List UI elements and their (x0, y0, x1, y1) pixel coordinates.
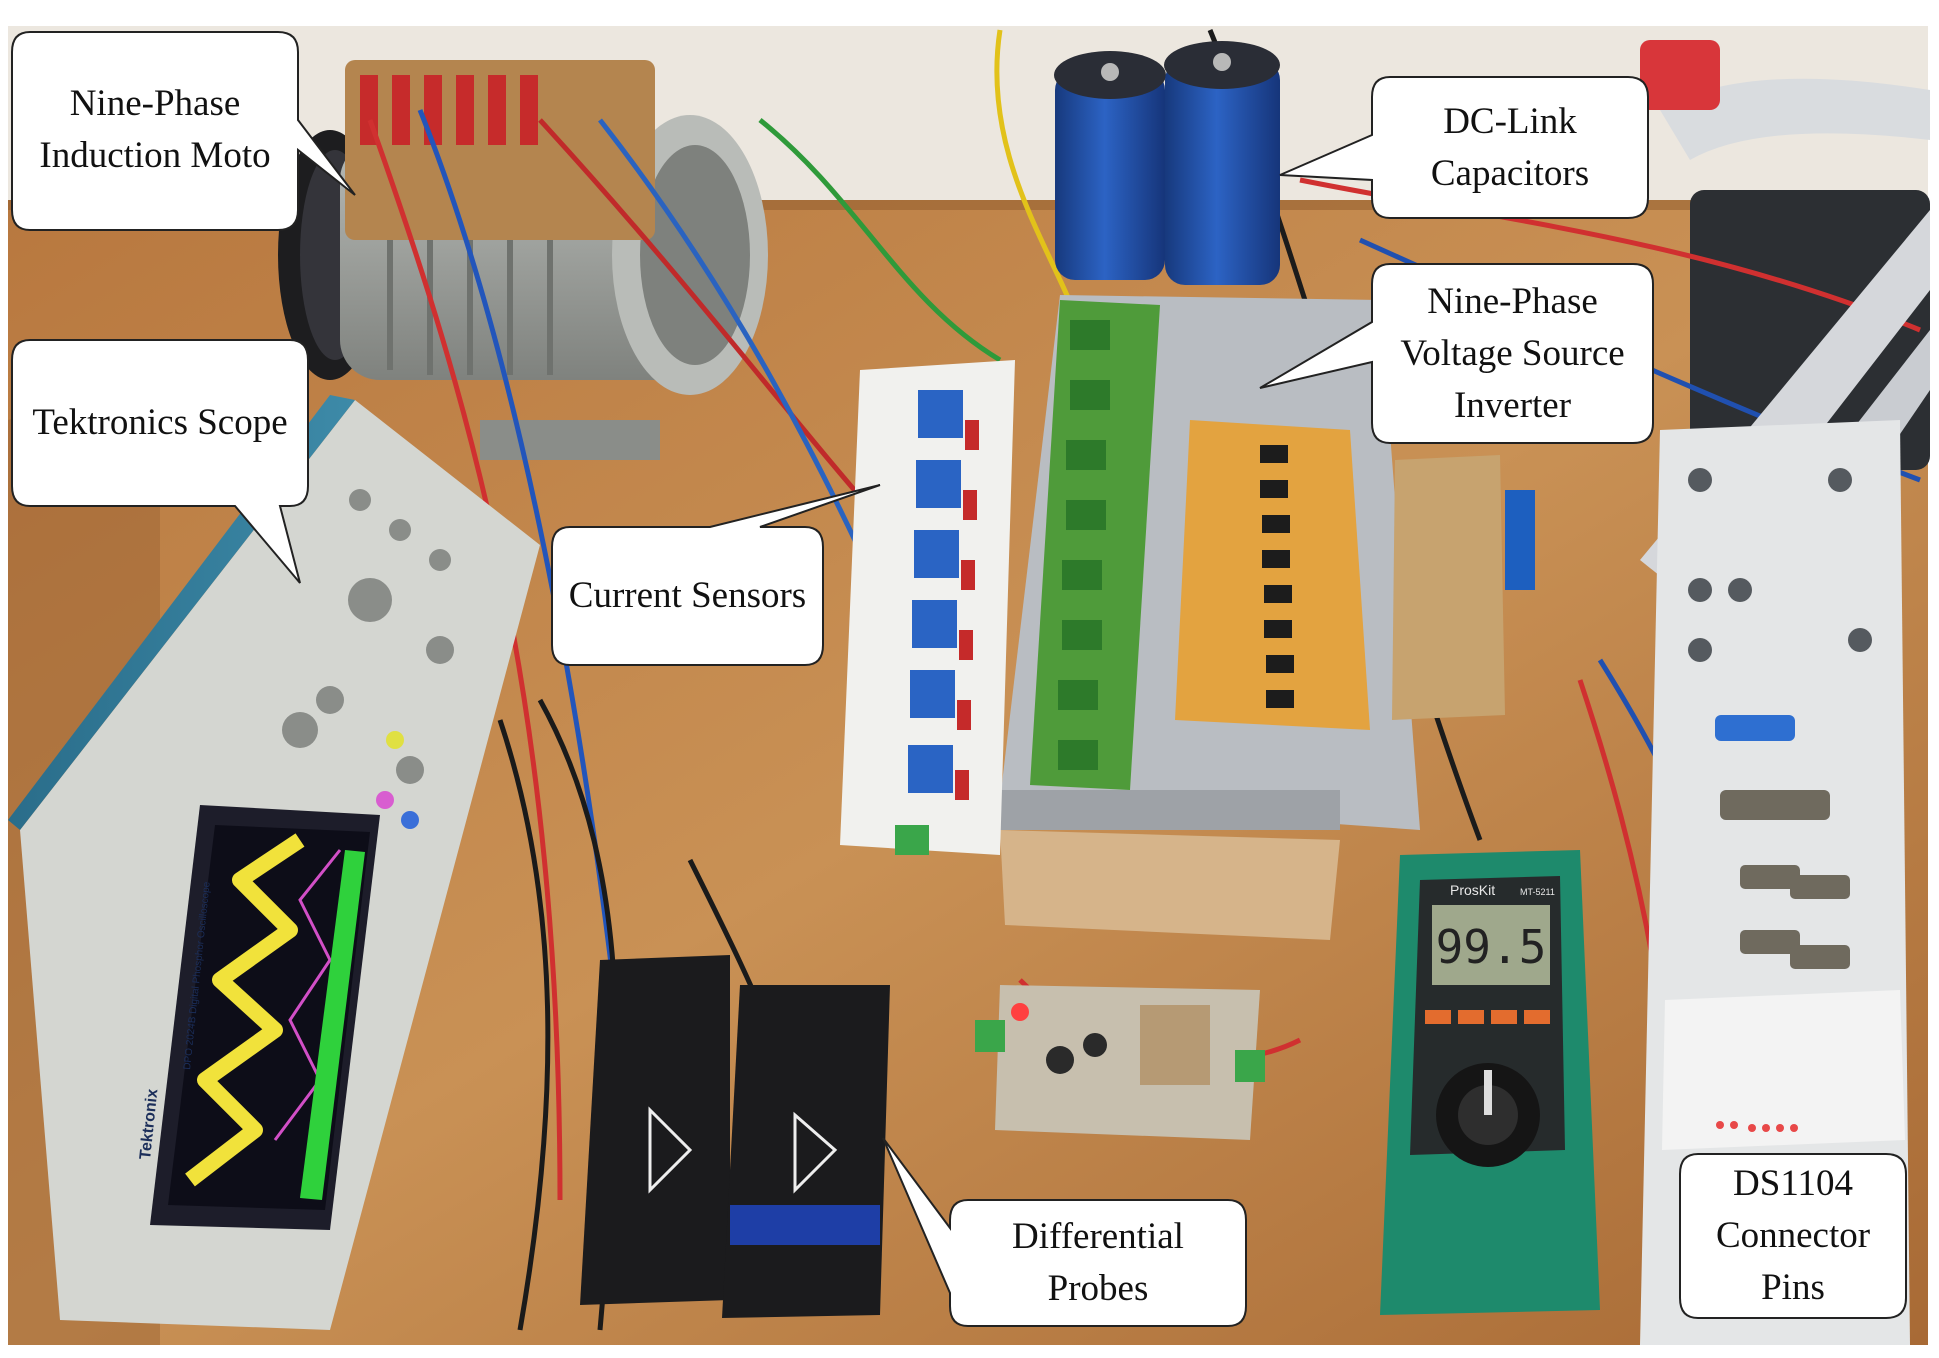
callout-dspace-line2: Connector (1715, 1215, 1871, 1256)
callout-capacitors-shape (1279, 76, 1649, 219)
callout-motor: Nine-Phase Induction Moto (10, 30, 356, 231)
callout-sensors-shape (551, 484, 881, 666)
callout-motor-line1: Nine-Phase (69, 83, 241, 124)
callout-dspace-line3: Pins (1761, 1267, 1825, 1308)
callout-motor-line2: Induction Moto (39, 135, 271, 176)
callout-dspace-shape (1679, 1153, 1907, 1319)
callout-inverter: Nine-Phase Voltage Source Inverter (1259, 262, 1655, 445)
callout-capacitors-line2: Capacitors (1430, 152, 1590, 194)
current-sensor-board (840, 360, 1015, 855)
power-supply-board (975, 985, 1265, 1140)
callout-inverter-shape (1259, 263, 1654, 444)
ds1104-connector-panel (1640, 420, 1910, 1345)
callout-dspace-line1: DS1104 (1733, 1163, 1853, 1204)
meter-brand: ProsKit (1450, 882, 1495, 898)
callout-inverter-line2: Voltage Source (1400, 332, 1625, 374)
callout-capacitors: DC-Link Capacitors (1279, 75, 1650, 220)
dc-link-capacitors (1054, 41, 1280, 285)
callout-sensors-line1: Current Sensors (568, 575, 807, 616)
callout-motor-shape (11, 31, 356, 231)
callout-probes: Differential Probes (882, 1137, 1248, 1328)
meter-model: MT-5211 (1520, 887, 1555, 897)
callout-dspace: DS1104 Connector Pins (1678, 1152, 1908, 1320)
interface-board (1392, 455, 1535, 720)
differential-probes (580, 955, 890, 1318)
callout-inverter-line1: Nine-Phase (1427, 280, 1598, 322)
callout-capacitors-line1: DC-Link (1443, 100, 1577, 142)
multimeter: 99.5 ProsKit MT-5211 (1380, 850, 1600, 1315)
meter-reading: 99.5 (1436, 920, 1547, 974)
callout-scope-line1: Tektronics Scope (32, 402, 288, 443)
callout-scope: Tektronics Scope (10, 338, 310, 584)
callout-probes-line2: Probes (1047, 1268, 1149, 1309)
callout-probes-shape (882, 1137, 1247, 1327)
callout-sensors: Current Sensors (550, 484, 881, 667)
voltage-source-inverter (1000, 295, 1420, 940)
callout-scope-shape (11, 339, 309, 584)
callout-inverter-line3: Inverter (1453, 384, 1572, 426)
callout-probes-line1: Differential (1012, 1216, 1184, 1257)
